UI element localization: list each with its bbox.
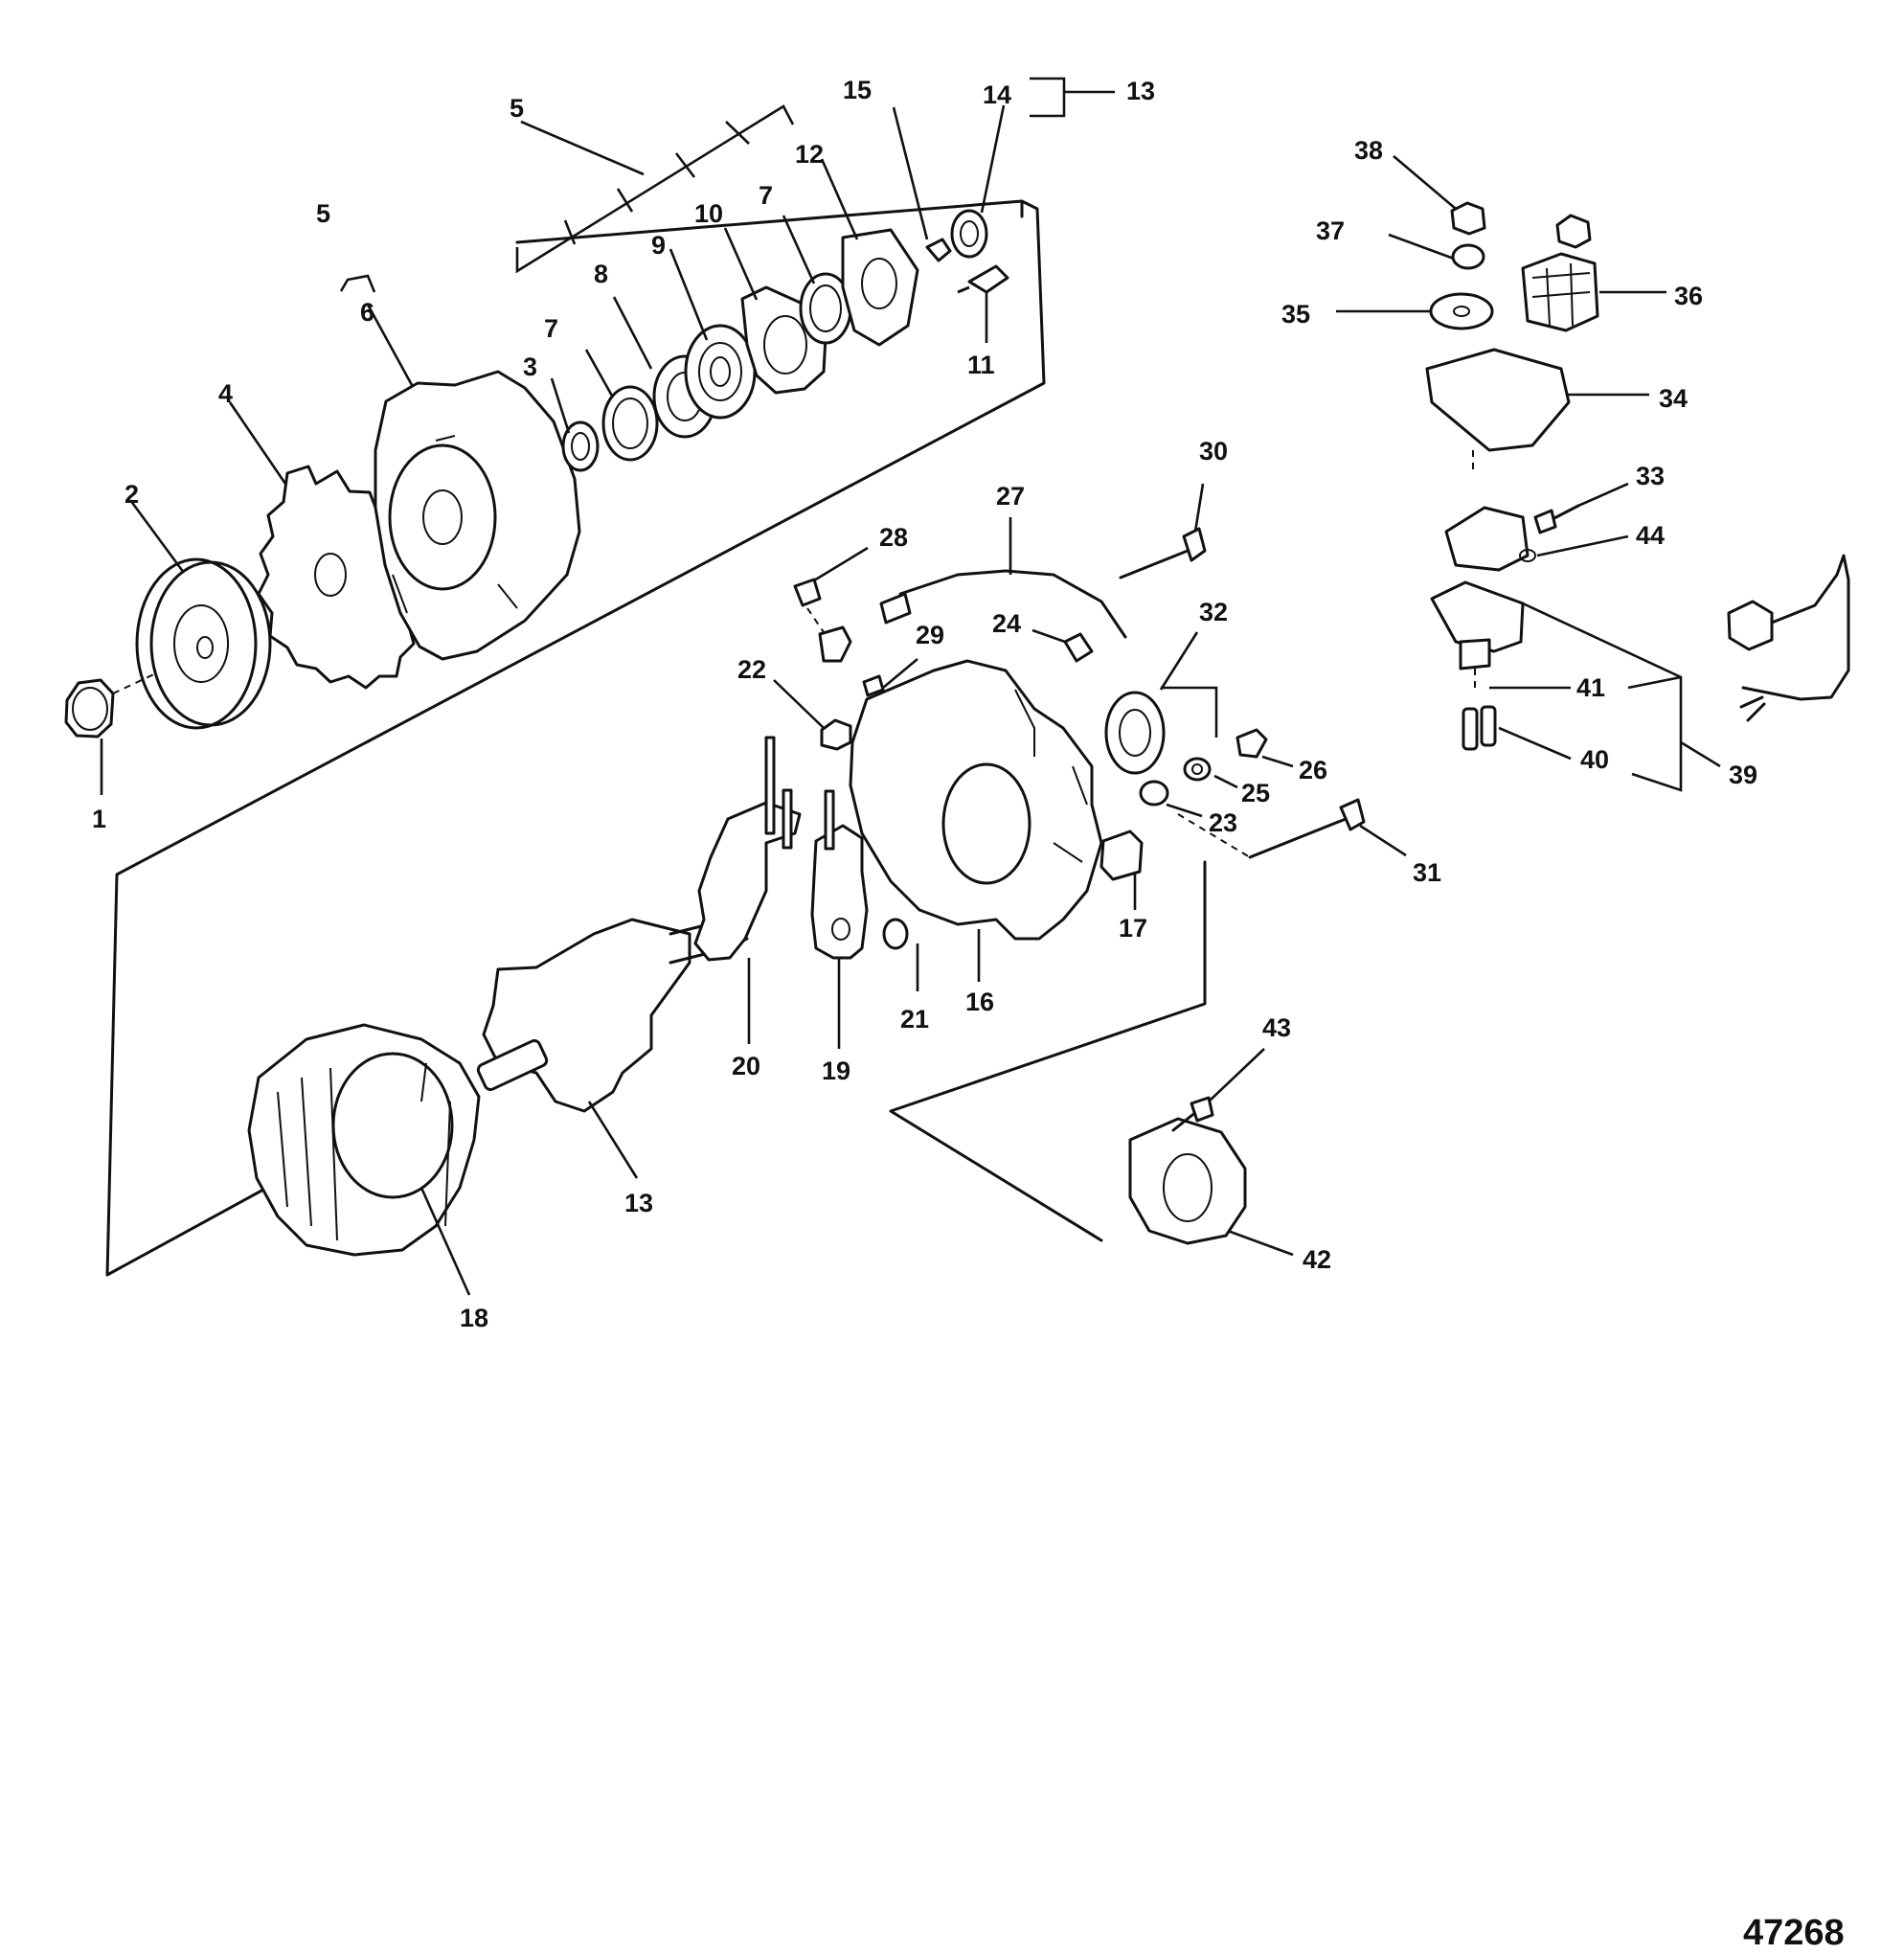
screw-part-33: [1533, 482, 1629, 534]
callout-8: 8: [594, 260, 608, 288]
callout-13-rotor: 13: [624, 1189, 653, 1217]
nut-part-38: [1393, 155, 1486, 236]
bearing-part-9: [684, 324, 757, 420]
washer-part-7a: [601, 385, 659, 462]
callout-28: 28: [879, 523, 908, 552]
bushing-part-23: [1139, 780, 1203, 818]
rear-housing-bracket: [889, 860, 1207, 1242]
callout-39: 39: [1729, 761, 1757, 789]
callout-1: 1: [92, 805, 106, 833]
callout-19: 19: [822, 1057, 850, 1085]
bracket-part-44: [1444, 506, 1629, 572]
callout-5-top: 5: [510, 94, 524, 123]
connector-part-28: [793, 546, 869, 663]
callout-2: 2: [125, 480, 139, 509]
mount-part-41: [1430, 580, 1571, 690]
callout-23: 23: [1209, 808, 1237, 837]
callout-22: 22: [737, 655, 766, 684]
bolt-part-31: [1177, 798, 1407, 859]
callout-37: 37: [1316, 216, 1345, 245]
callout-5-small: 5: [316, 199, 330, 228]
screw-part-43: [1171, 1048, 1265, 1132]
callout-7-left: 7: [544, 314, 558, 343]
callout-17: 17: [1119, 914, 1147, 943]
callout-15: 15: [843, 76, 872, 104]
callout-14: 14: [983, 80, 1011, 109]
bolt-part-30: [1119, 483, 1207, 579]
callout-29: 29: [916, 621, 944, 649]
spacer-part-14: [950, 209, 988, 259]
wire-harness-part-27: [879, 517, 1127, 639]
callout-42: 42: [1303, 1245, 1331, 1274]
callout-9: 9: [651, 231, 666, 260]
stator-part-18: [247, 1023, 481, 1296]
callout-12: 12: [795, 140, 824, 169]
callout-24: 24: [992, 609, 1021, 638]
callout-38: 38: [1354, 136, 1383, 165]
callout-26: 26: [1299, 756, 1327, 784]
bracket-part-39: [1522, 602, 1721, 792]
wire-connector-assembly: [1727, 554, 1850, 722]
callout-5-small-bracket: [339, 274, 376, 293]
callout-30: 30: [1199, 437, 1228, 466]
plate-part-34: [1425, 348, 1649, 469]
bearing-part-32: [1104, 631, 1218, 775]
insulator-part-25: [1183, 757, 1238, 789]
callout-11: 11: [967, 351, 995, 379]
callout-labels: 1 2 3 4 5 5 6 7 7 8 9 10 11 12 13 13 14 …: [92, 76, 1757, 1332]
bushing-part-17: [1099, 829, 1144, 910]
callout-16: 16: [965, 988, 994, 1016]
plate-part-42: [1128, 1117, 1294, 1257]
figure-number: 47268: [1743, 1913, 1845, 1953]
callout-3: 3: [523, 352, 537, 381]
callout-32: 32: [1199, 598, 1228, 626]
front-housing-bracket: [105, 199, 1046, 1277]
callout-33: 33: [1636, 462, 1665, 490]
terminal-part-26: [1235, 728, 1294, 768]
callout-41: 41: [1576, 673, 1605, 702]
connector-part-29: [862, 658, 918, 697]
callout-4: 4: [218, 379, 233, 408]
small-parts-11-14-15: [892, 104, 1009, 343]
callout-25: 25: [1241, 779, 1270, 807]
callout-34: 34: [1659, 384, 1688, 413]
clip-part-15: [925, 238, 952, 262]
plate-part-12: [841, 228, 919, 347]
front-housing-part-6: [366, 304, 581, 661]
callout-40: 40: [1580, 745, 1609, 774]
callout-36: 36: [1674, 282, 1703, 310]
callout-7-right: 7: [759, 181, 773, 210]
nut-part-22: [773, 679, 852, 751]
callout-6: 6: [360, 298, 374, 327]
terminal-block-part-36: [1521, 214, 1666, 332]
callout-27: 27: [996, 482, 1025, 511]
bushing-part-21: [882, 918, 919, 991]
washer-part-35: [1336, 292, 1494, 330]
callout-44: 44: [1636, 521, 1665, 550]
callout-13-top: 13: [1126, 77, 1155, 105]
rotor-part-13: [476, 918, 749, 1179]
spacer-part-3: [561, 420, 600, 472]
screw-part-11: [957, 264, 1009, 294]
callout-20: 20: [732, 1052, 760, 1080]
callout-43: 43: [1262, 1013, 1291, 1042]
callout-5-bracket: [515, 104, 795, 274]
callout-10: 10: [694, 199, 723, 228]
callout-35: 35: [1281, 300, 1310, 329]
clip-part-40: [1462, 705, 1572, 761]
brush-holder-part-19: [810, 789, 869, 1049]
bearing-stack: [550, 158, 919, 472]
callout-21: 21: [900, 1005, 929, 1034]
callout-13-bracket: [1030, 77, 1115, 118]
callout-31: 31: [1413, 858, 1441, 887]
terminal-part-24: [1031, 628, 1094, 663]
pulley-part-2: [128, 499, 272, 730]
washer-part-37: [1388, 233, 1485, 270]
rectifier-part-20: [693, 736, 802, 1044]
nut-part-1: [64, 671, 159, 795]
callout-18: 18: [460, 1304, 488, 1332]
rear-housing-part-16: [849, 659, 1103, 982]
